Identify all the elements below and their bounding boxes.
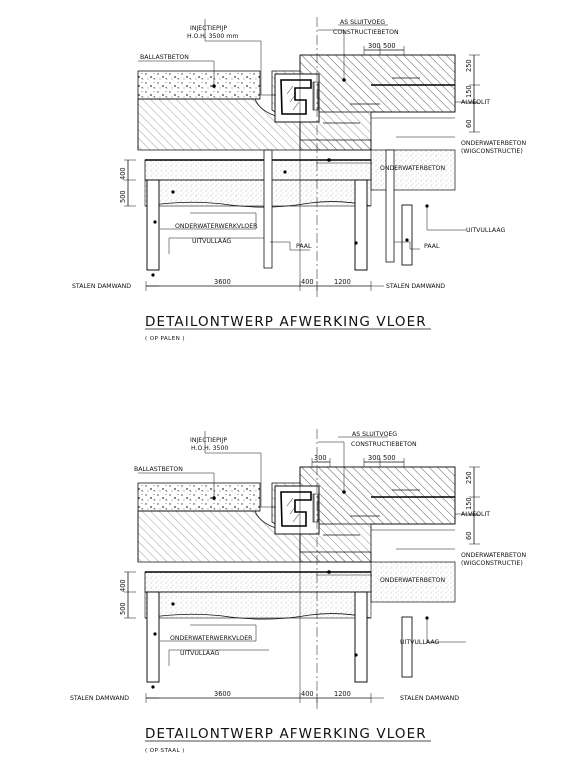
label-as-sluitvoeg: AS SLUITVOEG	[352, 431, 397, 438]
dim-side-250: 250	[465, 59, 473, 72]
dim-bottom-1200: 1200	[334, 690, 351, 698]
dim-left-400: 400	[119, 167, 127, 180]
dim-bottom-1200: 1200	[334, 278, 351, 286]
label-ballastbeton: BALLASTBETON	[134, 466, 183, 473]
label-paal-right: PAAL	[424, 243, 440, 250]
dim-side-150: 150	[465, 85, 473, 98]
label-hoh: H.O.H. 3500 mm	[187, 33, 238, 40]
dim-left-400: 400	[119, 579, 127, 592]
detail-title-1: DETAILONTWERP AFWERKING VLOER	[145, 314, 427, 330]
detail-title-2: DETAILONTWERP AFWERKING VLOER	[145, 726, 427, 742]
piles-1	[263, 149, 420, 269]
label-wigconstructie: (WIGCONSTRUCTIE)	[461, 148, 523, 155]
label-uitvullaag-right: UITVULLAAG	[466, 227, 505, 234]
label-constructiebeton: CONSTRUCTIEBETON	[333, 29, 399, 36]
label-injectiepijp: INJECTIEPIJP	[190, 25, 227, 32]
label-onderwaterwerkvloer: ONDERWATERWERKVLOER	[170, 635, 253, 642]
label-onderwaterbeton: ONDERWATERBETON	[461, 140, 527, 147]
label-uitvullaag-left: UITVULLAAG	[192, 238, 231, 245]
label-wigconstructie: (WIGCONSTRUCTIE)	[461, 560, 523, 567]
label-stalen-damwand-left: STALEN DAMWAND	[70, 695, 129, 702]
label-constructiebeton: CONSTRUCTIEBETON	[351, 441, 417, 448]
label-onderwaterwerkvloer: ONDERWATERWERKVLOER	[175, 223, 258, 230]
label-hoh: H.O.H. 3500	[191, 445, 228, 452]
dim-side-250: 250	[465, 471, 473, 484]
detail-op-staal: INJECTIEPIJP H.O.H. 3500 AS SLUITVOEG CO…	[70, 428, 527, 754]
dim-left-500: 500	[119, 190, 127, 203]
detail-subtitle-1: ( OP PALEN )	[145, 336, 185, 342]
dim-bottom-400: 400	[301, 278, 314, 286]
label-stalen-damwand-left: STALEN DAMWAND	[72, 283, 131, 290]
label-alveolit: ALVEOLIT	[461, 511, 490, 518]
dim-side-60: 60	[465, 532, 473, 540]
dim-side-150: 150	[465, 497, 473, 510]
label-uitvullaag-left: UITVULLAAG	[180, 650, 219, 657]
label-ballastbeton: BALLASTBETON	[140, 54, 189, 61]
label-uitvullaag-right: UITVULLAAG	[400, 639, 439, 646]
label-onderwaterbeton-lower: ONDERWATERBETON	[380, 165, 446, 172]
dim-top-300: 300	[314, 454, 327, 462]
detail-op-palen: INJECTIEPIJP H.O.H. 3500 mm AS SLUITVOEG…	[72, 16, 527, 342]
label-alveolit: ALVEOLIT	[461, 99, 490, 106]
label-stalen-damwand-right: STALEN DAMWAND	[400, 695, 459, 702]
dim-bottom-400: 400	[301, 690, 314, 698]
label-as-sluitvoeg: AS SLUITVOEG	[340, 19, 385, 26]
dim-bottom-3600: 3600	[214, 278, 231, 286]
dim-top-b: 500	[383, 42, 396, 50]
dim-top-a: 300	[368, 42, 381, 50]
label-stalen-damwand-right: STALEN DAMWAND	[386, 283, 445, 290]
dim-top-b: 500	[383, 454, 396, 462]
label-onderwaterbeton-lower: ONDERWATERBETON	[380, 577, 446, 584]
label-injectiepijp: INJECTIEPIJP	[190, 437, 227, 444]
label-onderwaterbeton: ONDERWATERBETON	[461, 552, 527, 559]
dim-left-500: 500	[119, 602, 127, 615]
detail-subtitle-2: ( OP STAAL )	[145, 748, 185, 754]
label-paal-left: PAAL	[296, 243, 312, 250]
dim-top-a: 300	[368, 454, 381, 462]
dim-side-60: 60	[465, 120, 473, 128]
dim-bottom-3600: 3600	[214, 690, 231, 698]
extra-dim-300	[311, 458, 331, 467]
